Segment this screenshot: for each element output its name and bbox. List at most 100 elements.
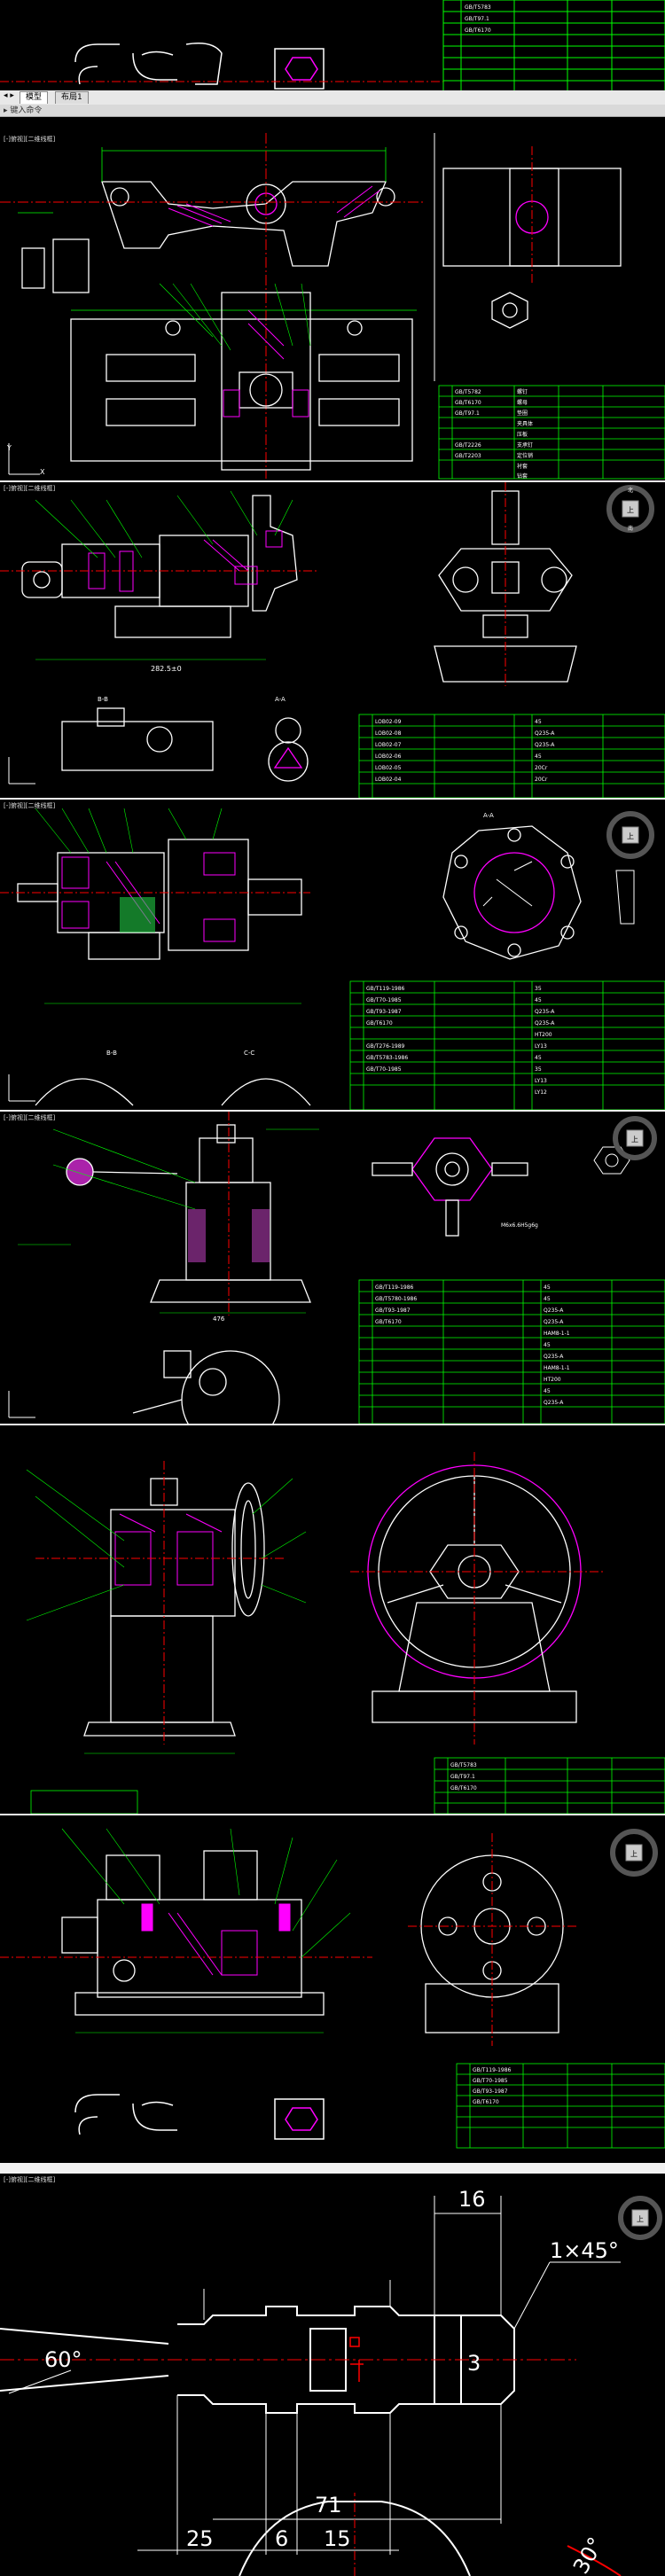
svg-text:支承钉: 支承钉	[517, 441, 533, 449]
svg-text:[-]俯视][二维线框]: [-]俯视][二维线框]	[4, 1113, 55, 1121]
command-line[interactable]: ▸ 键入命令	[0, 105, 665, 117]
svg-text:Q235-A: Q235-A	[535, 1020, 555, 1026]
axis-icon-1: YX	[6, 444, 45, 476]
svg-text:LOB02-05: LOB02-05	[375, 765, 402, 771]
svg-text:GB/T93-1987: GB/T93-1987	[366, 1009, 402, 1015]
cad-canvas-6[interactable]: 上 GB/T119-1986GB/T70-1985GB/T93-1987GB/T…	[0, 1815, 665, 2163]
svg-text:GB/T70-1985: GB/T70-1985	[473, 2078, 508, 2084]
view-cube[interactable]: 上	[610, 1829, 658, 1877]
svg-text:LY12: LY12	[535, 1089, 547, 1096]
svg-text:GB/T6170: GB/T6170	[450, 1785, 477, 1791]
dim-chamfer: 1×45°	[550, 2238, 619, 2263]
svg-text:HT200: HT200	[535, 1032, 552, 1038]
svg-text:GB/T119-1986: GB/T119-1986	[375, 1284, 414, 1291]
svg-text:Q235-A: Q235-A	[544, 1308, 564, 1314]
svg-text:LOB02-07: LOB02-07	[375, 742, 402, 748]
svg-text:A-A: A-A	[275, 696, 286, 703]
svg-text:20Cr: 20Cr	[535, 765, 548, 771]
cad-canvas-1[interactable]: [-]俯视][二维线框]	[0, 133, 665, 480]
svg-text:LY13: LY13	[535, 1043, 547, 1050]
svg-text:Q235-A: Q235-A	[544, 1354, 564, 1360]
svg-text:GB/T6170: GB/T6170	[473, 2099, 499, 2105]
svg-text:LOB02-04: LOB02-04	[375, 777, 402, 783]
svg-text:HAM8-1-1: HAM8-1-1	[544, 1365, 570, 1371]
svg-text:上: 上	[637, 2215, 644, 2223]
view-cube[interactable]: 上	[618, 2196, 662, 2240]
svg-text:LY13: LY13	[535, 1078, 547, 1084]
svg-text:GB/T6170: GB/T6170	[455, 400, 481, 406]
bom-table-1	[438, 385, 665, 480]
svg-text:A-A: A-A	[483, 812, 494, 819]
svg-text:上: 上	[627, 506, 634, 514]
tab-scroll-arrows[interactable]: ◂ ▸	[4, 91, 14, 100]
cad-canvas-4[interactable]: [-]俯视][二维线框] 476 M6x6.6H5g6g 上	[0, 1112, 665, 1424]
drawing-band-1[interactable]: [-]俯视][二维线框]	[0, 133, 665, 480]
cad-canvas-detail[interactable]: [-]俯视][二维线框] 上 16 1×45° 60°	[0, 2174, 665, 2576]
svg-text:GB/T5783-1986: GB/T5783-1986	[366, 1055, 408, 1061]
cad-canvas-3[interactable]: [-]俯视][二维线框] A-A	[0, 800, 665, 1110]
svg-text:Q235-A: Q235-A	[535, 1009, 555, 1015]
drawing-band-detail[interactable]: [-]俯视][二维线框] 上 16 1×45° 60°	[0, 2174, 665, 2576]
tab-model[interactable]: 模型	[20, 91, 49, 104]
svg-text:35: 35	[535, 1066, 542, 1073]
svg-text:45: 45	[535, 1055, 542, 1061]
part-block	[274, 48, 325, 90]
svg-text:钻套: 钻套	[517, 472, 528, 480]
dim-angle-30: 30°	[568, 2533, 609, 2576]
svg-text:GB/T2226: GB/T2226	[455, 442, 481, 449]
svg-text:GB/T276-1989: GB/T276-1989	[366, 1043, 405, 1050]
viewport-label[interactable]: [-]俯视][二维线框]	[4, 135, 55, 143]
svg-text:螺母: 螺母	[517, 399, 528, 406]
svg-text:[-]俯视][二维线框]: [-]俯视][二维线框]	[4, 801, 55, 809]
drawing-band-3[interactable]: [-]俯视][二维线框] A-A	[0, 800, 665, 1110]
svg-text:GB/T6170: GB/T6170	[366, 1020, 393, 1026]
bom-table-6	[456, 2063, 665, 2149]
svg-text:上: 上	[630, 1850, 638, 1858]
view-cube[interactable]: 上	[613, 1116, 657, 1160]
dim-16: 16	[458, 2187, 486, 2212]
view-cube[interactable]: 上	[606, 811, 654, 859]
svg-text:C-C: C-C	[244, 1050, 254, 1057]
hook-shape-3	[185, 43, 223, 85]
svg-text:GB/T97.1: GB/T97.1	[465, 16, 489, 22]
bom-table-2	[358, 714, 665, 798]
svg-text:LOB02-08: LOB02-08	[375, 730, 402, 737]
svg-text:GB/T97.1: GB/T97.1	[450, 1774, 475, 1780]
bom-table-4	[358, 1279, 665, 1424]
svg-text:夹具体: 夹具体	[517, 420, 533, 427]
svg-text:衬套: 衬套	[517, 463, 528, 470]
svg-text:垫圈: 垫圈	[517, 410, 528, 417]
dim-25: 25	[186, 2526, 214, 2551]
svg-text:[-]俯视][二维线框]: [-]俯视][二维线框]	[4, 484, 55, 492]
svg-text:LOB02-09: LOB02-09	[375, 719, 402, 725]
svg-text:GB/T2203: GB/T2203	[455, 453, 481, 459]
svg-text:GB/T93-1987: GB/T93-1987	[473, 2088, 508, 2095]
svg-text:45: 45	[535, 997, 542, 1003]
drawing-band-4[interactable]: [-]俯视][二维线框] 476 M6x6.6H5g6g 上	[0, 1112, 665, 1424]
tab-layout1[interactable]: 布局1	[55, 91, 89, 104]
svg-text:45: 45	[544, 1342, 551, 1348]
svg-text:上: 上	[631, 1136, 638, 1144]
dim-3: 3	[467, 2351, 481, 2376]
bom-table-3	[349, 980, 665, 1110]
hook-shape-2	[132, 51, 177, 81]
svg-text:20Cr: 20Cr	[535, 777, 548, 783]
view-cube[interactable]: 上 北 南	[606, 485, 654, 533]
drawing-band-2[interactable]: [-]俯视][二维线框] 282.5±0	[0, 482, 665, 798]
svg-text:Q235-A: Q235-A	[535, 742, 555, 748]
command-icon: ▸	[4, 106, 11, 115]
svg-text:45: 45	[544, 1284, 551, 1291]
svg-text:35: 35	[535, 986, 542, 992]
cad-canvas-2[interactable]: [-]俯视][二维线框] 282.5±0	[0, 482, 665, 798]
svg-text:HAM8-1-1: HAM8-1-1	[544, 1331, 570, 1337]
svg-text:476: 476	[213, 1315, 225, 1323]
svg-text:B-B: B-B	[98, 696, 108, 703]
svg-text:GB/T97.1: GB/T97.1	[455, 410, 480, 417]
svg-text:M6x6.6H5g6g: M6x6.6H5g6g	[501, 1222, 538, 1229]
dim-71: 71	[315, 2493, 342, 2517]
